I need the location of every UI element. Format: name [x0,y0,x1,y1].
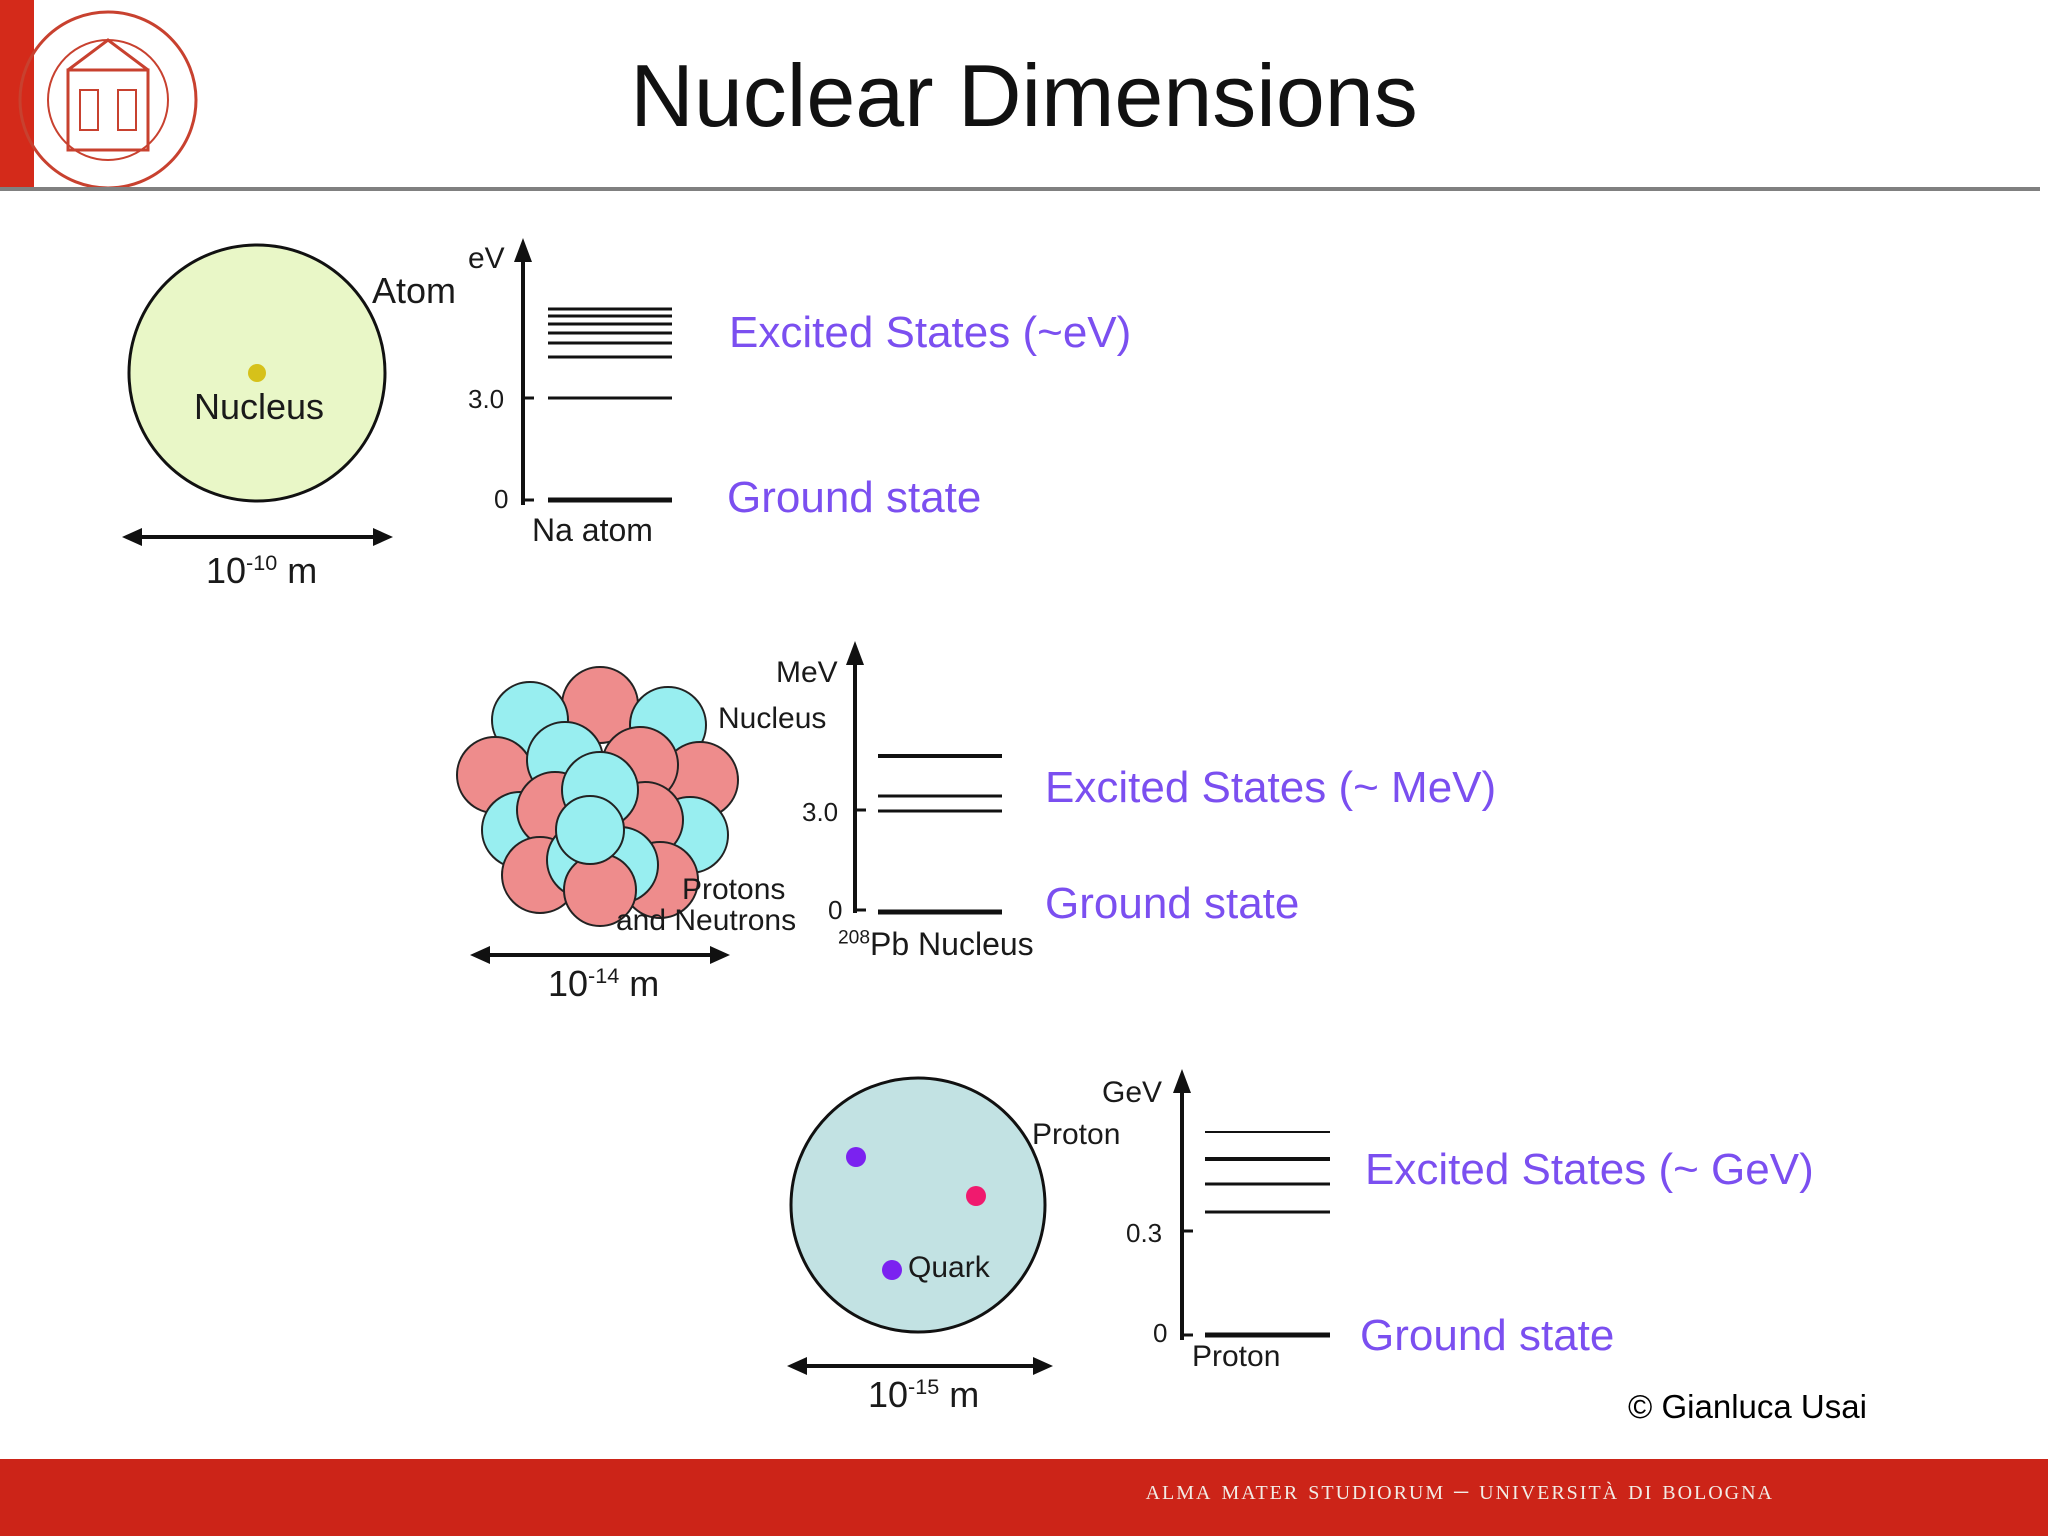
footer-bar [0,1459,2048,1536]
proton-tick-high: 0.3 [1126,1218,1163,1248]
nucleon-cluster [456,666,739,927]
nucleus-tick-zero: 0 [828,895,843,925]
slide-title: Nuclear Dimensions [630,46,1418,145]
atom-tick-zero: 0 [494,484,509,514]
atom-label: Atom [372,270,457,311]
brand-left-bar [0,0,34,190]
neutrons-label: and Neutrons [616,904,797,937]
atom-size-label: 10-10 m [206,550,318,591]
pb-nucleus-label: 208Pb Nucleus [838,926,1034,962]
proton-ground-label: Ground state [1360,1311,1615,1360]
ev-axis-unit: eV [468,242,505,275]
quark-dot [846,1147,866,1167]
atom-tick-high: 3.0 [468,384,505,414]
gev-axis-unit: GeV [1102,1076,1163,1109]
nucleus-tick-high: 3.0 [802,797,839,827]
quark-dot [966,1186,986,1206]
header-divider [0,187,2040,191]
nucleus-excited-label: Excited States (~ MeV) [1045,763,1497,812]
nucleus-dot [248,364,266,382]
proton-system-label: Proton [1192,1340,1281,1373]
na-atom-label: Na atom [532,512,653,548]
nucleus-object-label: Nucleus [718,702,827,735]
mev-axis-unit: MeV [776,656,838,689]
copyright-notice: © Gianluca Usai [1628,1388,1867,1425]
footer-university-name: ALMA MATER STUDIORUM – UNIVERSITÀ DI BOL… [1145,1475,1774,1506]
nucleus-label: Nucleus [194,386,325,427]
quark-label: Quark [908,1251,990,1284]
proton-size-label: 10-15 m [868,1374,980,1415]
atom-excited-label: Excited States (~eV) [729,308,1132,357]
proton-circle [789,1076,1047,1334]
nucleus-size-label: 10-14 m [548,963,660,1004]
protons-label: Protons [682,873,786,906]
proton-object-label: Proton [1032,1118,1121,1151]
nucleus-ground-label: Ground state [1045,879,1300,928]
proton-tick-zero: 0 [1153,1318,1168,1348]
atom-ground-label: Ground state [727,473,982,522]
proton-excited-label: Excited States (~ GeV) [1365,1145,1814,1194]
quark-dot [882,1260,902,1280]
